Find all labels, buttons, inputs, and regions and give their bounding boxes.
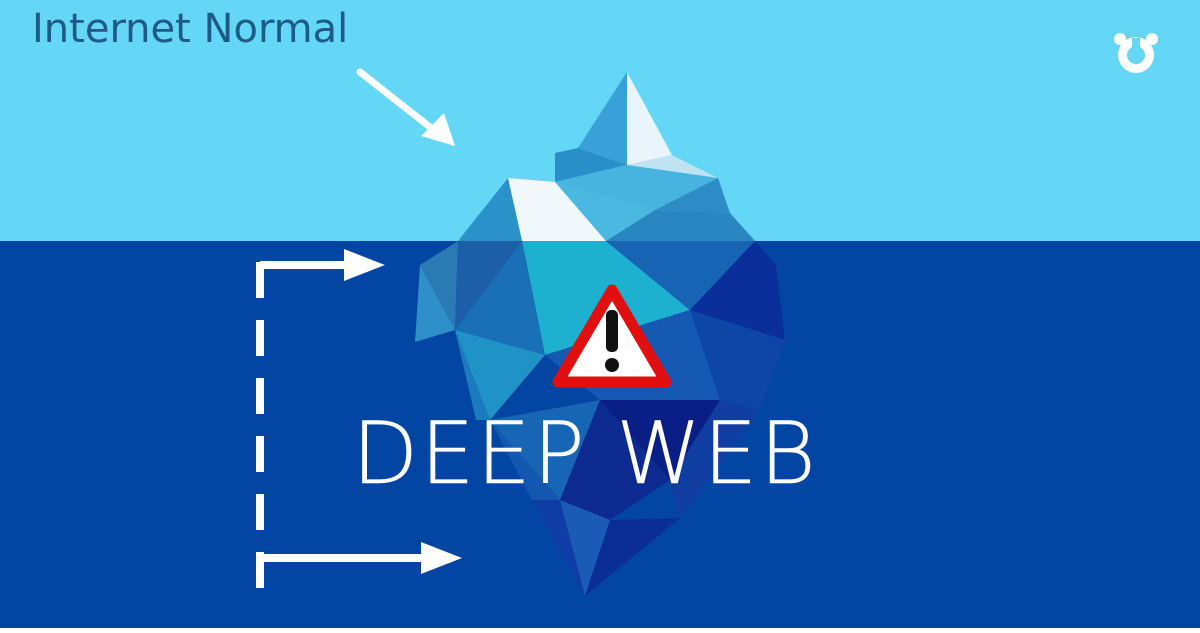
warning-triangle-icon	[552, 284, 672, 388]
deep-web-title: DEEP WEB	[352, 404, 818, 505]
dashed-bracket-arrows	[256, 249, 462, 588]
iceberg-underwater	[415, 241, 785, 596]
iceberg-tip	[458, 72, 755, 241]
surface-label: Internet Normal	[32, 6, 349, 52]
panda-logo-icon	[1112, 30, 1160, 76]
pointer-arrow	[356, 68, 455, 146]
